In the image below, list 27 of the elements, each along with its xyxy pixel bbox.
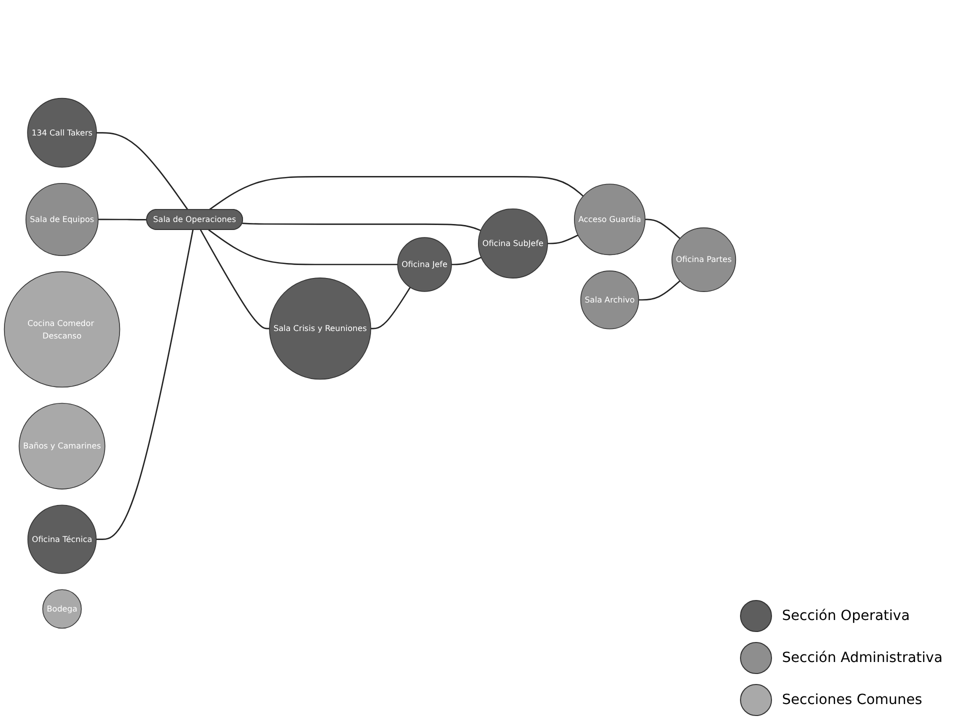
- node-circle: Acceso Guardia: [574, 184, 646, 256]
- connector: [96, 230, 194, 540]
- node-circle: Oficina SubJefe: [478, 208, 548, 279]
- connector: [98, 219, 147, 221]
- node-circle: Sala de Equipos: [26, 183, 99, 256]
- node-circle: Oficina Técnica: [27, 504, 97, 574]
- node-circle: Bodega: [42, 589, 82, 629]
- connector: [645, 219, 680, 240]
- connector: [548, 234, 578, 244]
- node-circle: Oficina Jefe: [397, 237, 452, 292]
- node-circle: Cocina Comedor Descanso: [4, 272, 120, 388]
- connector: [452, 256, 482, 266]
- node-circle: Baños y Camarines: [18, 403, 106, 490]
- node-circle: Sala Archivo: [580, 270, 640, 330]
- legend-label: Secciones Comunes: [782, 692, 922, 708]
- node-circle: Sala Crisis y Reuniones: [269, 278, 372, 380]
- connector: [200, 230, 270, 330]
- connector: [96, 132, 188, 210]
- connector: [208, 176, 584, 210]
- connector: [370, 287, 411, 330]
- node-circle: Oficina Partes: [672, 228, 736, 292]
- connector: [638, 280, 680, 301]
- connector: [242, 222, 482, 232]
- connector: [208, 229, 398, 266]
- legend-label: Sección Operativa: [782, 608, 910, 624]
- node-circle: 134 Call Takers: [27, 98, 97, 168]
- legend-label: Sección Administrativa: [782, 650, 943, 666]
